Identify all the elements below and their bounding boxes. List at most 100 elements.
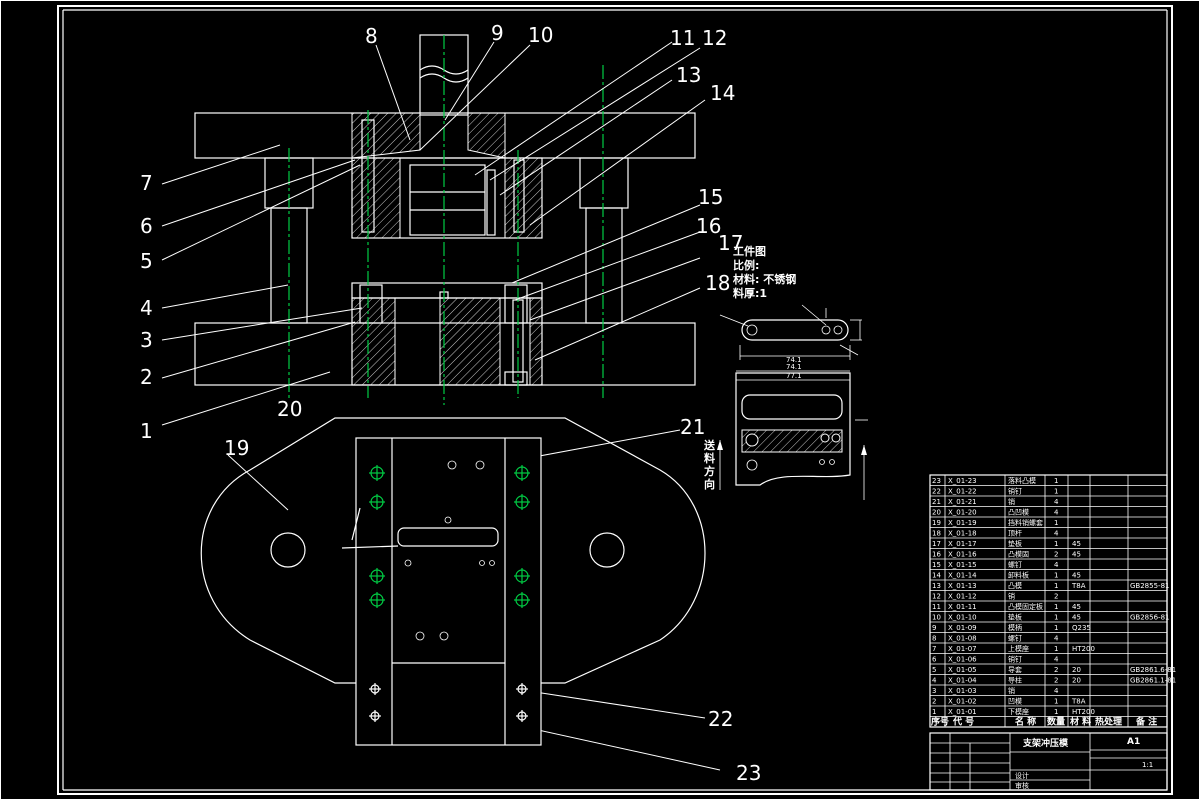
parts-row-17-name: 垫板 — [1008, 539, 1022, 548]
hole — [439, 631, 449, 641]
parts-row-18-code: X_01-18 — [948, 530, 977, 538]
parts-header-4: 材 料 — [1069, 716, 1091, 728]
front-section-view — [194, 34, 696, 405]
parts-row-11-no: 11 — [932, 603, 941, 611]
parts-row-21-code: X_01-21 — [948, 498, 977, 506]
callout-3: 3 — [140, 328, 153, 352]
hole — [475, 460, 485, 470]
hole — [404, 559, 412, 567]
parts-row-16-code: X_01-16 — [948, 551, 977, 559]
parts-row-5-name: 导套 — [1008, 665, 1022, 674]
callouts: 1 2 3 4 5 6 7 8 9 10 11 12 13 14 15 16 1… — [140, 21, 761, 785]
strip-layout: 74.1 77.1 — [735, 363, 868, 500]
lower-die-base-outline — [200, 417, 706, 684]
parts-row-15-no: 15 — [932, 561, 941, 569]
parts-row-13-no: 13 — [932, 582, 941, 590]
parts-row-6-code: X_01-06 — [948, 656, 977, 664]
parts-header-0: 序号 — [931, 716, 949, 728]
parts-row-12-qty: 2 — [1054, 593, 1058, 601]
parts-row-3-no: 3 — [932, 687, 936, 695]
die-section — [351, 297, 396, 386]
callout-2: 2 — [140, 365, 153, 389]
parts-row-19-no: 19 — [932, 519, 941, 527]
callout-22: 22 — [708, 707, 733, 731]
parts-row-22-code: X_01-22 — [948, 488, 977, 496]
parts-row-19-qty: 1 — [1054, 519, 1058, 527]
parts-header-6: 备 注 — [1135, 716, 1157, 728]
pin-right — [513, 159, 525, 233]
parts-row-14-qty: 1 — [1054, 572, 1058, 580]
parts-row-4-note: GB2861.1-81 — [1130, 677, 1176, 685]
parts-row-2-mat: T8A — [1071, 698, 1086, 706]
parts-row-3-qty: 4 — [1054, 687, 1059, 695]
parts-row-10-code: X_01-10 — [948, 614, 977, 622]
parts-row-4-code: X_01-04 — [948, 677, 977, 685]
parts-row-5-note: GB2861.6-81 — [1130, 666, 1176, 674]
parts-row-13-mat: T8A — [1071, 582, 1086, 590]
parts-row-10-name: 垫板 — [1008, 613, 1022, 622]
parts-row-13-name: 凸模 — [1008, 581, 1022, 590]
strip-outline — [735, 372, 851, 486]
feed-direction-2: 料 — [704, 451, 715, 465]
callout-10: 10 — [528, 23, 553, 47]
parts-row-2-qty: 1 — [1054, 698, 1058, 706]
parts-row-20-code: X_01-20 — [948, 509, 977, 517]
parts-row-5-qty: 2 — [1054, 666, 1058, 674]
inner-frame — [57, 5, 1173, 795]
die-block-plan — [355, 437, 542, 746]
feed-direction: 送 料 方 向 — [703, 438, 723, 491]
parts-row-9-qty: 1 — [1054, 624, 1058, 632]
parts-row-15-qty: 4 — [1054, 561, 1059, 569]
parts-row-16-name: 凸模固 — [1008, 550, 1029, 559]
plan-view — [200, 417, 706, 746]
parts-row-16-qty: 2 — [1054, 551, 1058, 559]
parts-row-7-code: X_01-07 — [948, 645, 977, 653]
parts-row-11-qty: 1 — [1054, 603, 1058, 611]
workpiece-outline — [741, 319, 849, 341]
parts-row-13-code: X_01-13 — [948, 582, 977, 590]
callout-19: 19 — [224, 436, 249, 460]
dim-length: 74.1 — [786, 356, 802, 364]
parts-row-18-no: 18 — [932, 530, 941, 538]
parts-row-8-name: 螺钉 — [1008, 634, 1022, 643]
workpiece-notes: 工件图 比例: 材料: 不锈钢 料厚:1 — [733, 244, 796, 300]
upper-die-base-section — [467, 112, 506, 159]
callout-16: 16 — [696, 214, 721, 238]
callout-6: 6 — [140, 214, 153, 238]
parts-row-1-name: 下模座 — [1008, 707, 1029, 716]
callout-23: 23 — [736, 761, 761, 785]
parts-row-18-qty: 4 — [1054, 530, 1059, 538]
parts-row-5-no: 5 — [932, 666, 936, 674]
parts-row-22-name: 销钉 — [1008, 487, 1022, 496]
parts-row-8-no: 8 — [932, 635, 936, 643]
parts-row-17-code: X_01-17 — [948, 540, 977, 548]
callout-20: 20 — [277, 397, 302, 421]
pin-right2 — [486, 169, 496, 236]
parts-row-1-no: 1 — [932, 708, 936, 716]
parts-row-3-name: 销 — [1008, 686, 1015, 695]
parts-row-11-code: X_01-11 — [948, 603, 977, 611]
parts-row-7-no: 7 — [932, 645, 936, 653]
stop-finger — [341, 507, 399, 549]
sheet-size: A1 — [1127, 737, 1140, 747]
parts-row-6-qty: 4 — [1054, 656, 1059, 664]
parts-row-11-name: 凸模固定板 — [1008, 602, 1043, 611]
dim-strip-1: 74.1 — [786, 363, 802, 371]
parts-row-2-name: 凹模 — [1008, 697, 1022, 706]
pin-holes — [369, 683, 528, 722]
parts-row-17-no: 17 — [932, 540, 941, 548]
punch-plate-section — [351, 157, 401, 239]
parts-row-10-mat: 45 — [1072, 614, 1081, 622]
parts-row-14-code: X_01-14 — [948, 572, 977, 580]
parts-row-4-name: 导柱 — [1008, 676, 1022, 685]
callout-11: 11 — [670, 26, 695, 50]
parts-row-13-note: GB2855-81 — [1130, 582, 1169, 590]
callout-9: 9 — [491, 21, 504, 45]
parts-row-18-name: 顶杆 — [1008, 529, 1022, 538]
drawing-scale: 1:1 — [1142, 761, 1153, 769]
parts-row-12-no: 12 — [932, 593, 941, 601]
parts-row-3-code: X_01-03 — [948, 687, 977, 695]
parts-row-10-note: GB2856-81 — [1130, 614, 1169, 622]
callout-8: 8 — [365, 24, 378, 48]
